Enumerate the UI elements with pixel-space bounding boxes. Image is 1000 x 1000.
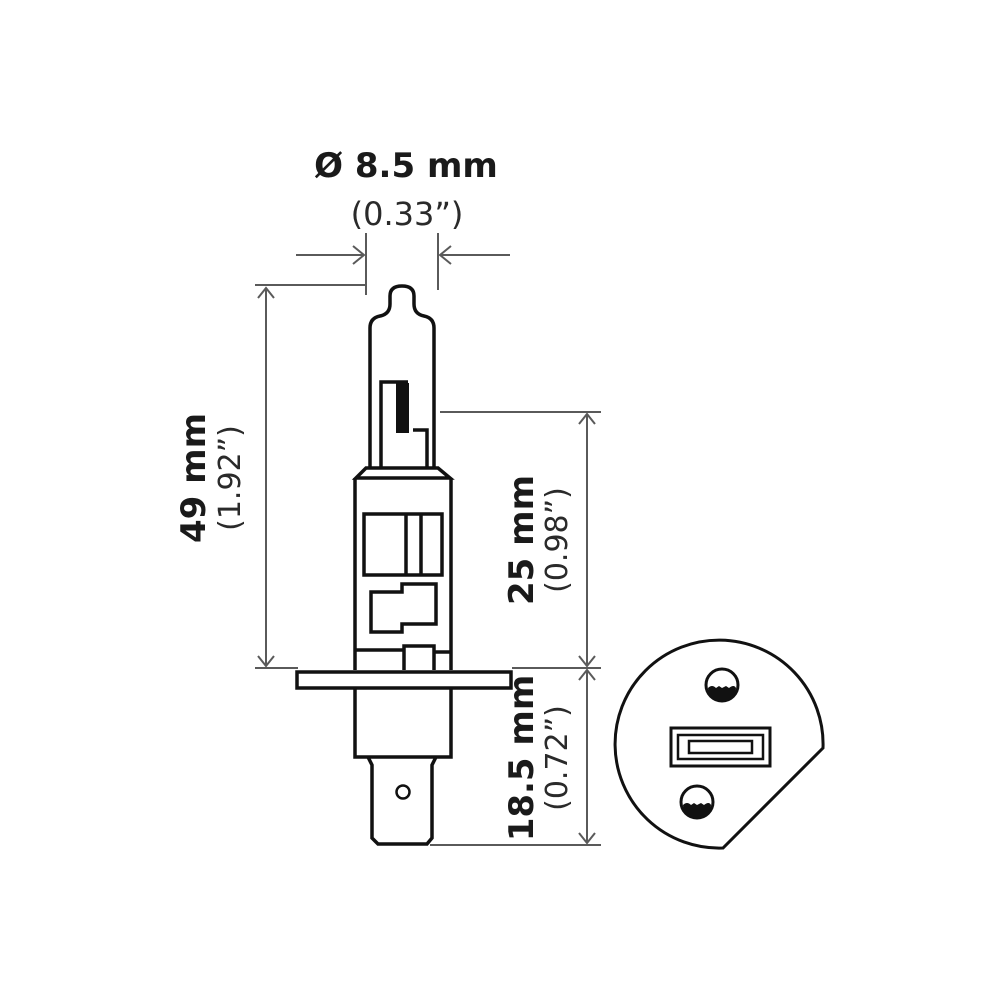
base-length-metric-label: 18.5 mm [502,675,542,842]
light-center-imperial-label: (0.98”) [540,487,575,593]
light-center-metric-label: 25 mm [502,475,542,605]
light-center-dimension: 25 mm (0.98”) [440,411,601,668]
base-end-view [613,638,825,850]
bulb-side-view [295,284,513,846]
base-length-imperial-label: (0.72”) [540,705,575,811]
end-view-outline [613,638,825,850]
overall-length-metric-label: 49 mm [174,413,214,543]
diameter-dimension: Ø 8.5 mm (0.33”) [296,146,510,295]
base-housing [353,688,453,759]
mounting-flange [295,670,513,690]
collar [351,466,455,480]
overall-length-imperial-label: (1.92”) [213,425,248,531]
filament-icon [396,383,409,433]
bulb-body [353,478,453,670]
terminal-hole [395,784,411,800]
glass-capsule-outline [368,284,436,468]
body-tab [369,582,438,634]
filament-support [379,380,408,468]
terminal-pin [366,756,438,846]
overall-length-dimension: 49 mm (1.92”) [174,284,366,669]
base-length-dimension: 18.5 mm (0.72”) [430,667,601,846]
diameter-imperial-label: (0.33”) [351,195,464,233]
diameter-metric-label: Ø 8.5 mm [314,146,498,186]
connector-slot [669,726,772,768]
